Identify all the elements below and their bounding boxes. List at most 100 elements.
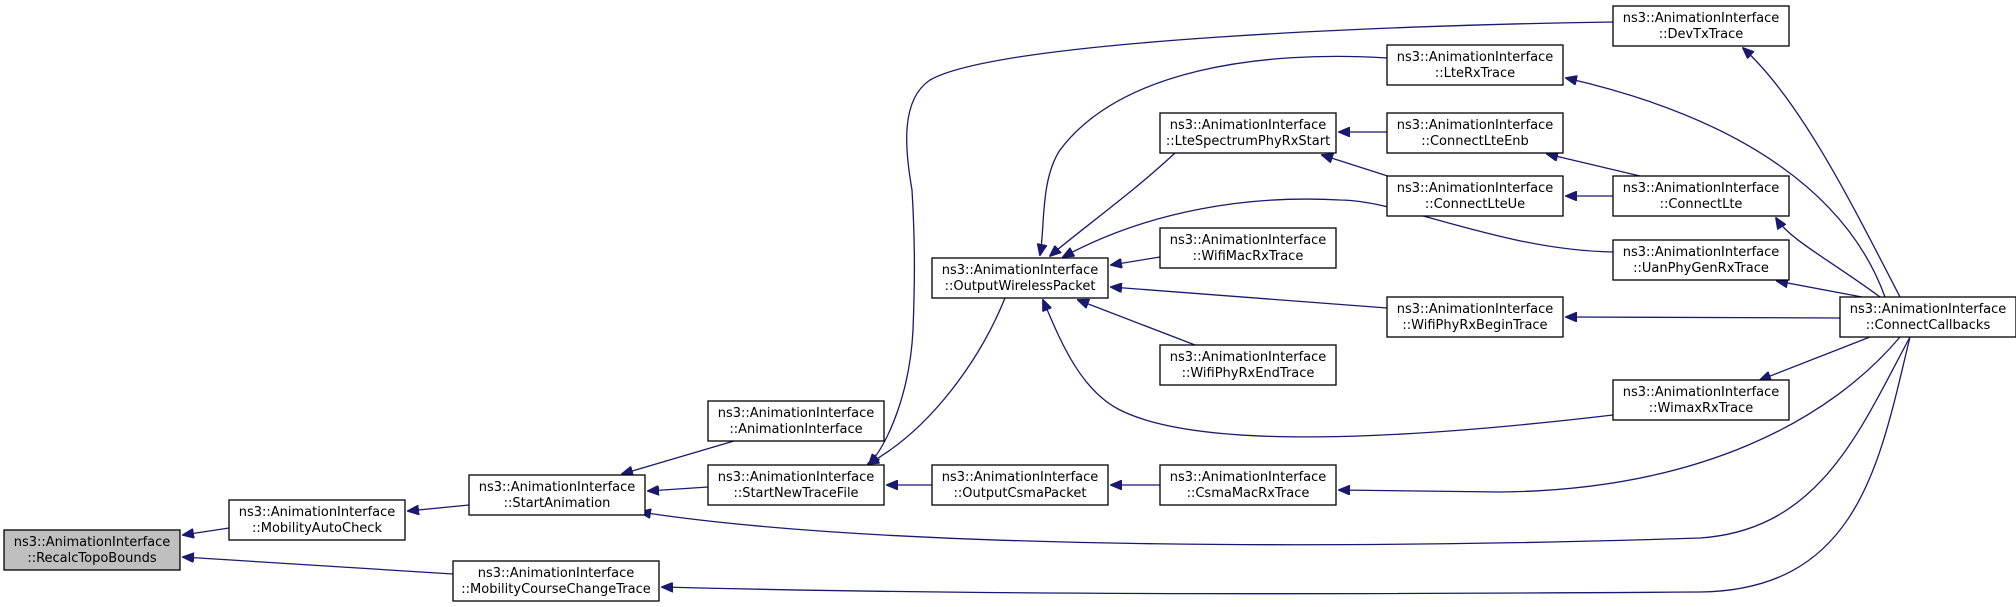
node-mobilityCourse[interactable]: ns3::AnimationInterface::MobilityCourseC… <box>452 560 660 602</box>
node-box <box>1839 296 2016 338</box>
edge-mobilityAuto-to-recalc <box>183 527 230 535</box>
node-label-method: ::ConnectLteUe <box>1425 197 1525 212</box>
node-box <box>707 464 885 506</box>
node-devTx[interactable]: ns3::AnimationInterface::DevTxTrace <box>1612 5 1790 47</box>
node-label-method: ::ConnectLte <box>1660 197 1743 212</box>
node-label-method: ::StartNewTraceFile <box>733 486 858 501</box>
node-box <box>3 529 181 571</box>
node-label-method: ::OutputCsmaPacket <box>954 486 1087 501</box>
node-outputWireless[interactable]: ns3::AnimationInterface::OutputWirelessP… <box>931 257 1109 299</box>
node-box <box>1159 464 1337 506</box>
node-label-method: ::ConnectCallbacks <box>1866 318 1991 333</box>
node-lteSpectrum[interactable]: ns3::AnimationInterface::LteSpectrumPhyR… <box>1159 112 1337 154</box>
node-label-method: ::WifiPhyRxEndTrace <box>1182 366 1315 381</box>
edge-connectCallbacks-to-startAnim <box>640 336 1911 546</box>
edge-uanPhyGenRx-to-outputWireless <box>1063 198 1614 257</box>
node-label-method: ::MobilityCourseChangeTrace <box>461 582 650 597</box>
node-label-method: ::LteSpectrumPhyRxStart <box>1166 134 1330 149</box>
edge-wifiPhyRxEnd-to-outputWireless <box>1078 300 1196 346</box>
node-wifiPhyRxBegin[interactable]: ns3::AnimationInterface::WifiPhyRxBeginT… <box>1386 296 1564 338</box>
node-csmaMacRx[interactable]: ns3::AnimationInterface::CsmaMacRxTrace <box>1159 464 1337 506</box>
node-connectLteUe[interactable]: ns3::AnimationInterface::ConnectLteUe <box>1386 175 1564 217</box>
node-label-class: ns3::AnimationInterface <box>718 470 875 485</box>
edge-startAnim-to-mobilityAuto <box>408 504 470 511</box>
node-label-class: ns3::AnimationInterface <box>1170 470 1327 485</box>
node-label-method: ::OutputWirelessPacket <box>945 279 1096 294</box>
node-box <box>1159 344 1337 386</box>
node-label-class: ns3::AnimationInterface <box>1397 50 1554 65</box>
node-label-class: ns3::AnimationInterface <box>1623 181 1780 196</box>
node-label-method: ::MobilityAutoCheck <box>252 521 382 536</box>
node-label-method: ::WimaxRxTrace <box>1649 401 1753 416</box>
node-label-class: ns3::AnimationInterface <box>1397 302 1554 317</box>
node-label-class: ns3::AnimationInterface <box>1397 118 1554 133</box>
node-label-method: ::CsmaMacRxTrace <box>1187 486 1310 501</box>
node-label-class: ns3::AnimationInterface <box>1397 181 1554 196</box>
node-label-class: ns3::AnimationInterface <box>942 263 1099 278</box>
node-wimaxRx[interactable]: ns3::AnimationInterface::WimaxRxTrace <box>1612 379 1790 421</box>
node-label-method: ::RecalcTopoBounds <box>27 551 157 566</box>
edges <box>183 21 1911 595</box>
node-startNewTrace[interactable]: ns3::AnimationInterface::StartNewTraceFi… <box>707 464 885 506</box>
node-wifiMacRx[interactable]: ns3::AnimationInterface::WifiMacRxTrace <box>1159 227 1337 269</box>
node-animIface[interactable]: ns3::AnimationInterface::AnimationInterf… <box>707 400 885 442</box>
node-box <box>1386 296 1564 338</box>
node-wifiPhyRxEnd[interactable]: ns3::AnimationInterface::WifiPhyRxEndTra… <box>1159 344 1337 386</box>
edge-connectCallbacks-to-lteRx <box>1566 78 1886 298</box>
node-box <box>1612 175 1790 217</box>
edge-connectCallbacks-to-mobilityCourse <box>662 336 1911 595</box>
node-label-method: ::StartAnimation <box>504 496 611 511</box>
node-connectLte[interactable]: ns3::AnimationInterface::ConnectLte <box>1612 175 1790 217</box>
node-connectLteEnb[interactable]: ns3::AnimationInterface::ConnectLteEnb <box>1386 112 1564 154</box>
edge-connectCallbacks-to-devTx <box>1743 48 1901 298</box>
node-mobilityAuto[interactable]: ns3::AnimationInterface::MobilityAutoChe… <box>228 499 406 541</box>
node-box <box>452 560 660 602</box>
node-outputCsma[interactable]: ns3::AnimationInterface::OutputCsmaPacke… <box>931 464 1109 506</box>
edge-lteSpectrum-to-outputWireless <box>1050 152 1176 256</box>
node-label-class: ns3::AnimationInterface <box>1850 302 2007 317</box>
node-box <box>228 499 406 541</box>
node-label-method: ::WifiPhyRxBeginTrace <box>1402 318 1547 333</box>
edge-animIface-to-startAnim <box>622 440 735 474</box>
node-label-method: ::AnimationInterface <box>729 422 862 437</box>
nodes: ns3::AnimationInterface::RecalcTopoBound… <box>3 5 2016 602</box>
node-label-class: ns3::AnimationInterface <box>1623 11 1780 26</box>
node-label-method: ::LteRxTrace <box>1435 66 1515 81</box>
edge-connectCallbacks-to-uanPhyGenRx <box>1777 281 1863 298</box>
node-box <box>931 464 1109 506</box>
node-box <box>931 257 1109 299</box>
node-label-class: ns3::AnimationInterface <box>718 406 875 421</box>
edge-connectCallbacks-to-csmaMacRx <box>1339 336 1901 492</box>
edge-connectLte-to-connectLteEnb <box>1547 154 1641 177</box>
edge-connectCallbacks-to-wimaxRx <box>1760 336 1871 380</box>
node-lteRx[interactable]: ns3::AnimationInterface::LteRxTrace <box>1386 44 1564 86</box>
node-box <box>1386 112 1564 154</box>
edge-wifiPhyRxBegin-to-outputWireless <box>1111 287 1388 309</box>
node-label-method: ::WifiMacRxTrace <box>1193 249 1304 264</box>
node-box <box>1612 5 1790 47</box>
node-label-class: ns3::AnimationInterface <box>239 505 396 520</box>
node-recalc[interactable]: ns3::AnimationInterface::RecalcTopoBound… <box>3 529 181 571</box>
node-label-class: ns3::AnimationInterface <box>942 470 1099 485</box>
edge-wifiMacRx-to-outputWireless <box>1111 256 1161 265</box>
node-box <box>468 474 646 516</box>
node-label-class: ns3::AnimationInterface <box>1623 245 1780 260</box>
node-label-method: ::DevTxTrace <box>1659 27 1744 42</box>
edge-outputWireless-to-startNewTrace <box>868 297 1006 464</box>
node-label-method: ::ConnectLteEnb <box>1421 134 1529 149</box>
node-label-class: ns3::AnimationInterface <box>1623 385 1780 400</box>
edge-connectCallbacks-to-connectLte <box>1776 218 1881 298</box>
node-startAnim[interactable]: ns3::AnimationInterface::StartAnimation <box>468 474 646 516</box>
node-uanPhyGenRx[interactable]: ns3::AnimationInterface::UanPhyGenRxTrac… <box>1612 239 1790 281</box>
node-box <box>1159 227 1337 269</box>
node-label-class: ns3::AnimationInterface <box>478 566 635 581</box>
edge-connectCallbacks-to-wifiPhyRxBegin <box>1566 317 1841 318</box>
node-label-class: ns3::AnimationInterface <box>479 480 636 495</box>
node-label-class: ns3::AnimationInterface <box>14 535 171 550</box>
node-connectCallbacks[interactable]: ns3::AnimationInterface::ConnectCallback… <box>1839 296 2016 338</box>
node-label-class: ns3::AnimationInterface <box>1170 350 1327 365</box>
edge-wimaxRx-to-outputWireless <box>1043 300 1614 438</box>
node-box <box>1612 239 1790 281</box>
node-label-class: ns3::AnimationInterface <box>1170 233 1327 248</box>
